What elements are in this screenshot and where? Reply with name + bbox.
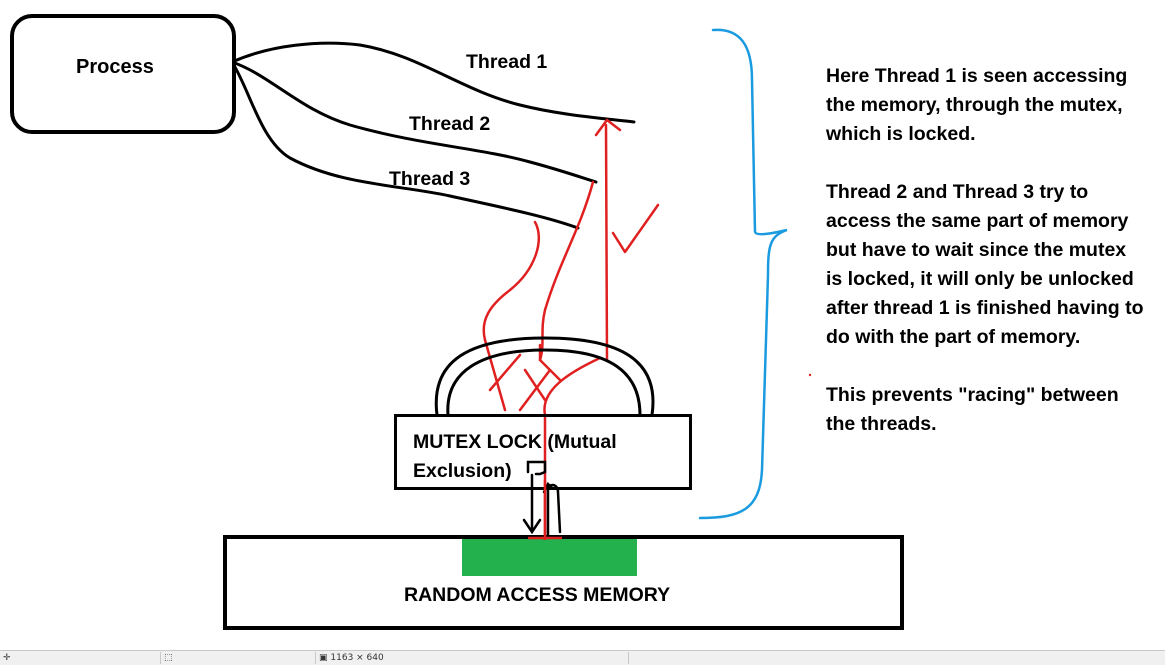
thread-2-label: Thread 2 — [409, 113, 491, 135]
explanation-text: Here Thread 1 is seen accessing the memo… — [826, 62, 1146, 468]
thread-scribble-a — [483, 338, 522, 412]
explanation-paragraph: Thread 2 and Thread 3 try to access the … — [826, 181, 1144, 348]
status-cell — [628, 652, 1162, 664]
thread-1-label: Thread 1 — [466, 51, 548, 73]
thread-1-through-lock — [543, 356, 602, 540]
ram-label: RANDOM ACCESS MEMORY — [404, 584, 671, 606]
thread-1-checkmark — [611, 203, 660, 254]
image-size-icon: ▣ — [319, 653, 328, 663]
thread-3-line — [230, 60, 580, 230]
mutex-diagram — [230, 28, 788, 540]
status-cell: ⬚ — [160, 652, 314, 664]
blue-brace — [698, 28, 788, 520]
status-cell: ✛ — [0, 652, 158, 664]
status-cell: ▣ 1163 × 640 — [315, 652, 629, 664]
ram-block-in-use — [462, 539, 637, 576]
selection-icon: ⬚ — [164, 653, 173, 663]
thread-2-line — [230, 60, 598, 184]
padlock-shackle — [434, 336, 655, 416]
thread-lines — [230, 41, 636, 230]
process-label: Process — [76, 56, 154, 78]
thread-3-path — [482, 220, 540, 342]
ram-box — [223, 535, 904, 630]
thread-1-line — [230, 41, 636, 124]
thread-3-label: Thread 3 — [389, 168, 471, 190]
process-box — [10, 14, 236, 134]
thread-scribble-b — [518, 368, 552, 412]
image-dimensions: 1163 × 640 — [330, 653, 384, 663]
mutex-lock-label: MUTEX LOCK (Mutual Exclusion) — [413, 431, 617, 482]
thread-paths — [482, 118, 660, 540]
keyhole-icon — [526, 460, 547, 476]
thread-2-path — [538, 180, 595, 362]
status-bar: ✛ ⬚ ▣ 1163 × 640 — [0, 650, 1165, 665]
explanation-paragraph: This prevents "racing" between the threa… — [826, 384, 1119, 435]
cursor-icon: ✛ — [3, 653, 11, 663]
explanation-paragraph: Here Thread 1 is seen accessing the memo… — [826, 65, 1128, 145]
thread-1-path — [594, 118, 622, 362]
